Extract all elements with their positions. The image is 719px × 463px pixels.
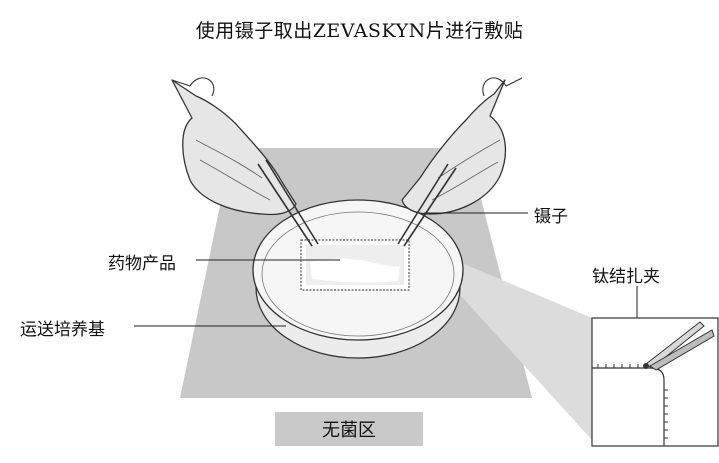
label-transport-medium: 运送培养基 [20,320,105,340]
label-tweezers: 镊子 [534,207,568,227]
inset-magnified-view [591,317,719,447]
figure-title: 使用镊子取出ZEVASKYN片进行敷贴 [195,20,524,42]
right-tweezers [397,163,457,247]
label-titanium-clip: 钛结扎夹 [592,267,660,287]
label-drug-product: 药物产品 [108,254,176,274]
left-tweezers [257,159,319,247]
sterile-zone-label: 无菌区 [275,412,423,446]
drug-product-sheet [300,239,410,291]
sterile-zone-text: 无菌区 [322,420,376,441]
right-hand-glove [401,77,523,215]
left-hand-glove [171,77,297,216]
